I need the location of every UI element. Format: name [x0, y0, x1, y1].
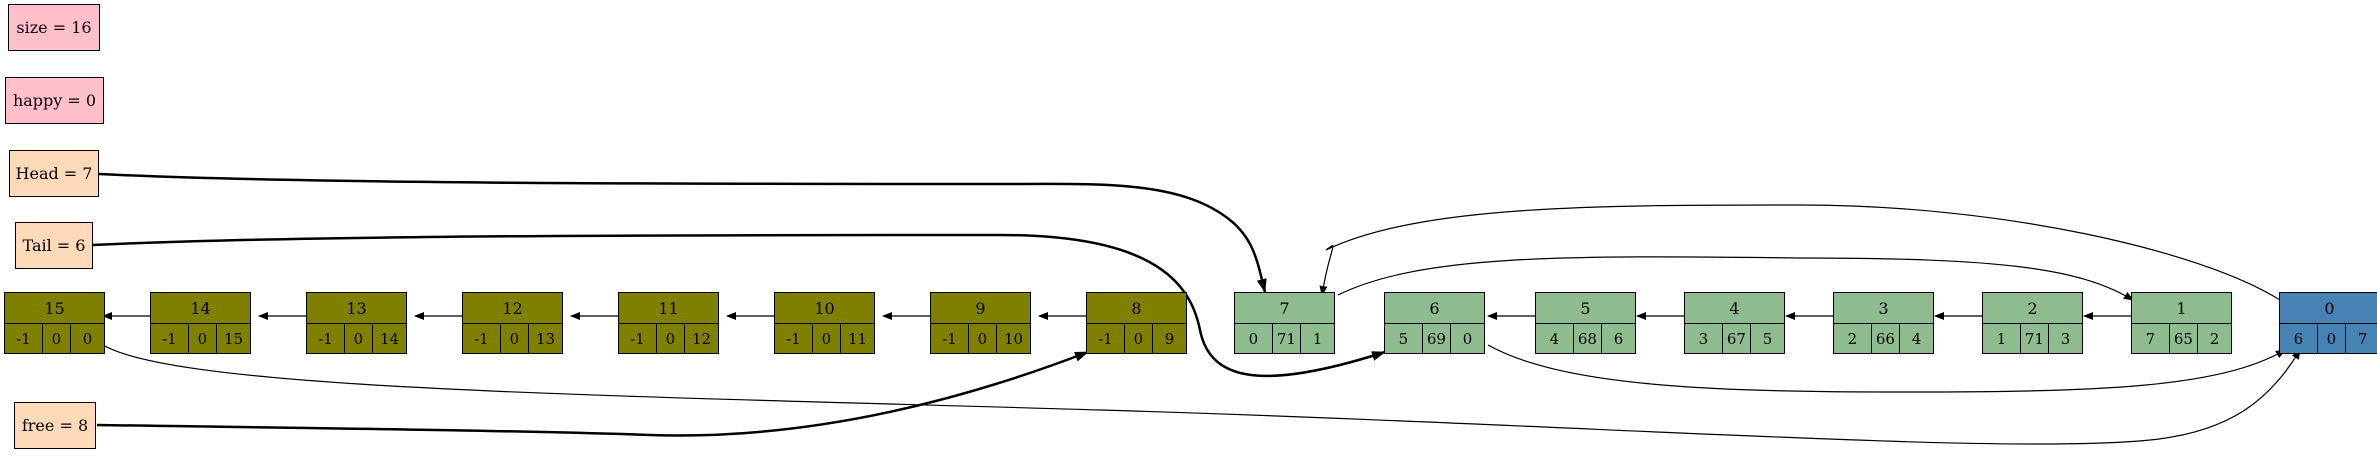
node-index: 9: [931, 293, 1030, 324]
size-label: size = 16: [8, 4, 100, 51]
edge-6-0: [1487, 344, 2286, 393]
node-value: 0: [499, 324, 528, 353]
node-value: 71: [2019, 324, 2048, 353]
node-value: 0: [811, 324, 840, 353]
node-next: 3: [2048, 324, 2082, 353]
node-prev: -1: [474, 329, 489, 348]
node-next: 12: [684, 324, 718, 353]
node-next: 14: [372, 324, 406, 353]
node-prev: -1: [630, 329, 645, 348]
tail-label: Tail = 6: [15, 222, 93, 269]
node-prev: -1: [162, 329, 177, 348]
node-prev: -1: [16, 329, 31, 348]
node-prev: 1: [1996, 329, 2007, 348]
edge-head-7: [98, 172, 1267, 293]
head-label: Head = 7: [9, 150, 99, 197]
node-prev: 5: [1398, 329, 1409, 348]
node-prev: 3: [1698, 329, 1709, 348]
node-value: 0: [2316, 324, 2345, 353]
node-index: 7: [1235, 293, 1334, 324]
node-next: 1: [1300, 324, 1334, 353]
node-value: 71: [1271, 324, 1300, 353]
free-label: free = 8: [14, 402, 96, 449]
node-index: 14: [151, 293, 250, 324]
node-index: 12: [463, 293, 562, 324]
node-index: 2: [1983, 293, 2082, 324]
edge-free-8: [96, 350, 1089, 437]
node-next: 13: [528, 324, 562, 353]
node-next: 0: [1450, 324, 1484, 353]
node-prev: 6: [2293, 329, 2304, 348]
node-prev: 4: [1549, 329, 1560, 348]
node-index: 13: [307, 293, 406, 324]
node-value: 0: [655, 324, 684, 353]
edge-0-7: [1319, 204, 2281, 301]
edge-15-0: [102, 344, 2301, 445]
node-index: 11: [619, 293, 718, 324]
node-value: 0: [1123, 324, 1152, 353]
node-index: 4: [1685, 293, 1784, 324]
node-index: 6: [1385, 293, 1484, 324]
node-next: 2: [2197, 324, 2231, 353]
node-value: 68: [1572, 324, 1601, 353]
node-value: 69: [1421, 324, 1450, 353]
node-next: 9: [1152, 324, 1186, 353]
node-next: 4: [1899, 324, 1933, 353]
node-value: 67: [1721, 324, 1750, 353]
node-index: 8: [1087, 293, 1186, 324]
node-value: 0: [41, 324, 70, 353]
node-next: 0: [70, 324, 104, 353]
happy-label: happy = 0: [5, 77, 104, 124]
edge-tail-6: [92, 233, 1386, 378]
node-index: 5: [1536, 293, 1635, 324]
node-value: 0: [343, 324, 372, 353]
node-prev: 2: [1847, 329, 1858, 348]
node-next: 7: [2345, 324, 2377, 353]
node-prev: -1: [318, 329, 333, 348]
node-value: 0: [967, 324, 996, 353]
node-prev: 7: [2145, 329, 2156, 348]
node-prev: 0: [1248, 329, 1259, 348]
node-index: 0: [2280, 293, 2377, 324]
node-index: 3: [1834, 293, 1933, 324]
node-index: 15: [5, 293, 104, 324]
node-index: 1: [2132, 293, 2231, 324]
node-next: 10: [996, 324, 1030, 353]
node-prev: -1: [942, 329, 957, 348]
node-next: 11: [840, 324, 874, 353]
node-value: 65: [2168, 324, 2197, 353]
node-index: 10: [775, 293, 874, 324]
node-next: 5: [1750, 324, 1784, 353]
edge-7-1: [1337, 256, 2134, 301]
node-value: 0: [187, 324, 216, 353]
node-prev: -1: [1098, 329, 1113, 348]
node-prev: -1: [786, 329, 801, 348]
node-next: 15: [216, 324, 250, 353]
node-next: 6: [1601, 324, 1635, 353]
node-value: 66: [1870, 324, 1899, 353]
